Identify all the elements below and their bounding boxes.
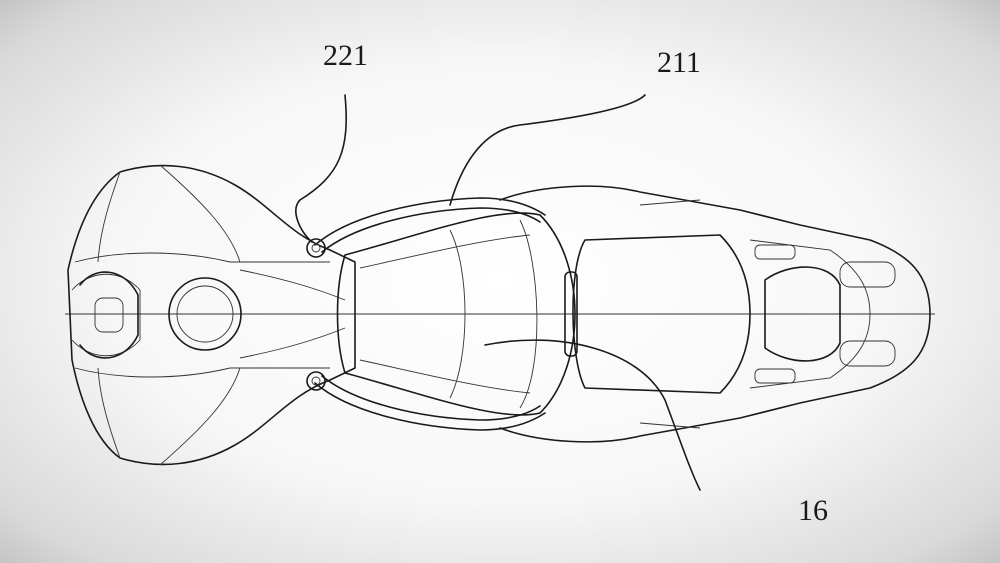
leader-line-221 (295, 94, 347, 243)
leader-line-16 (484, 339, 701, 491)
fuel-cap (168, 277, 242, 351)
reference-label-211: 211 (657, 46, 701, 79)
reference-label-16: 16 (798, 494, 828, 527)
seat (336, 212, 578, 416)
reference-label-221: 221 (323, 39, 368, 72)
rear-body (499, 185, 931, 443)
seat-latch (564, 271, 578, 357)
front-fairing (67, 164, 356, 466)
grab-rails (306, 197, 546, 431)
leader-line-211 (449, 94, 646, 206)
